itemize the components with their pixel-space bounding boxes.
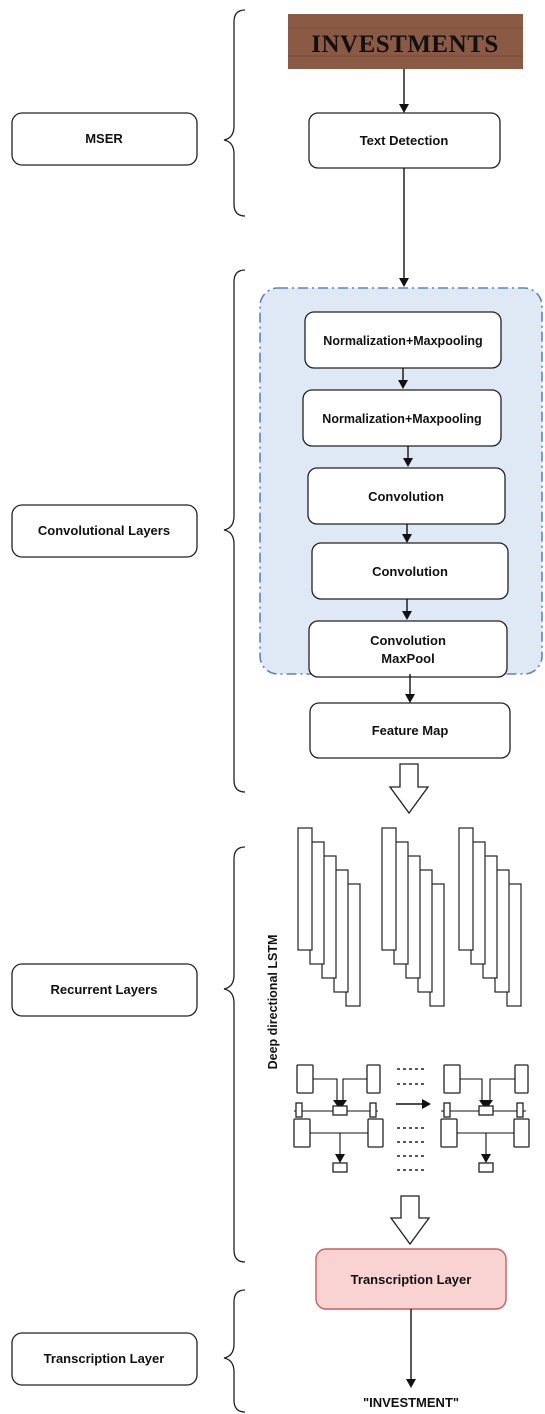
section-transcription-box bbox=[11, 1332, 198, 1386]
arrow-head bbox=[399, 104, 409, 113]
cell-output-node bbox=[332, 1162, 348, 1173]
cell-link bbox=[313, 1078, 338, 1103]
conv-label-3-line1: Convolution bbox=[370, 633, 446, 648]
transcription-layer-label: Transcription Layer bbox=[351, 1272, 472, 1287]
brace-recurrent bbox=[223, 846, 246, 1263]
lstm-cell-2 bbox=[440, 1064, 530, 1173]
cell-output-node bbox=[478, 1162, 494, 1173]
conv-label-2: Convolution bbox=[372, 564, 448, 579]
cell-stub bbox=[443, 1102, 451, 1118]
norm-label-1: Normalization+Maxpooling bbox=[323, 334, 482, 348]
hollow-down-arrow bbox=[389, 1195, 431, 1246]
feature-map-node: Feature Map bbox=[309, 702, 511, 759]
section-conv: Convolutional Layers bbox=[11, 504, 198, 558]
section-mser-box bbox=[11, 112, 198, 166]
conv-box-3 bbox=[308, 620, 508, 678]
output-text: "INVESTMENT" bbox=[363, 1395, 459, 1410]
text-detection-label: Text Detection bbox=[360, 133, 449, 148]
arrow-head bbox=[333, 1100, 347, 1110]
cell-link bbox=[460, 1078, 483, 1103]
section-mser: MSER bbox=[11, 112, 198, 166]
lstm-bar bbox=[297, 827, 313, 951]
norm-node-1: Normalization+Maxpooling bbox=[304, 311, 502, 369]
transcription-layer-node: Transcription Layer bbox=[315, 1248, 507, 1310]
cell-output-right bbox=[513, 1118, 530, 1148]
text-detection-node: Text Detection bbox=[308, 112, 501, 169]
input-image: INVESTMENTS bbox=[288, 14, 523, 69]
brace-conv bbox=[223, 269, 246, 793]
arrow-head bbox=[422, 1099, 431, 1109]
arrow-head bbox=[398, 380, 408, 389]
arrow-head bbox=[406, 1379, 416, 1388]
cell-stub bbox=[295, 1102, 303, 1118]
lstm-vertical-label: Deep directional LSTM bbox=[266, 935, 280, 1070]
cell-link bbox=[489, 1078, 515, 1103]
cell-node bbox=[332, 1105, 348, 1116]
section-conv-label: Convolutional Layers bbox=[38, 523, 170, 538]
section-recurrent-box bbox=[11, 963, 198, 1017]
norm-label-2: Normalization+Maxpooling bbox=[322, 412, 481, 426]
lstm-stack-1 bbox=[297, 827, 361, 1007]
input-image-text: INVESTMENTS bbox=[311, 31, 499, 58]
arrow-head bbox=[405, 694, 415, 703]
lstm-bar bbox=[381, 827, 397, 951]
conv-label-3-line2: MaxPool bbox=[381, 651, 434, 666]
input-image-background bbox=[288, 14, 523, 69]
cell-output-left bbox=[440, 1118, 458, 1148]
cell-input-right bbox=[366, 1064, 381, 1094]
arrow-head bbox=[481, 1154, 491, 1163]
section-recurrent: Recurrent Layers bbox=[11, 963, 198, 1017]
section-conv-box bbox=[11, 504, 198, 558]
cell-input-left bbox=[296, 1064, 314, 1094]
section-transcription: Transcription Layer bbox=[11, 1332, 198, 1386]
arrow-head bbox=[402, 534, 412, 543]
cell-node bbox=[478, 1105, 494, 1116]
section-transcription-label: Transcription Layer bbox=[44, 1351, 165, 1366]
arrow-head bbox=[402, 611, 412, 620]
lstm-cell-1 bbox=[293, 1064, 384, 1173]
feature-map-label: Feature Map bbox=[372, 723, 449, 738]
arrow-head bbox=[403, 458, 413, 467]
conv-node-1: Convolution bbox=[307, 467, 506, 525]
cell-link bbox=[342, 1078, 367, 1103]
cell-stub bbox=[516, 1102, 524, 1118]
lstm-bar bbox=[458, 827, 474, 951]
cell-stub bbox=[369, 1102, 377, 1118]
brace-mser bbox=[223, 9, 246, 217]
brace-transcription bbox=[223, 1289, 246, 1413]
hollow-down-arrow bbox=[388, 763, 430, 815]
feature-map-box bbox=[309, 702, 511, 759]
sequence-ellipsis bbox=[397, 1068, 425, 1171]
arrow-head bbox=[479, 1100, 493, 1110]
cell-output-left bbox=[293, 1118, 311, 1148]
conv-node-2: Convolution bbox=[311, 542, 509, 600]
cell-output-right bbox=[367, 1118, 384, 1148]
conv-label-1: Convolution bbox=[368, 489, 444, 504]
cell-input-right bbox=[514, 1064, 529, 1094]
cell-input-left bbox=[443, 1064, 461, 1094]
lstm-stack-2 bbox=[381, 827, 445, 1007]
arrow-head bbox=[335, 1154, 345, 1163]
section-mser-label: MSER bbox=[85, 131, 123, 146]
norm-node-2: Normalization+Maxpooling bbox=[302, 389, 502, 447]
lstm-stack-3 bbox=[458, 827, 522, 1007]
conv-box-2 bbox=[311, 542, 509, 600]
arrow-head bbox=[399, 278, 409, 287]
section-recurrent-label: Recurrent Layers bbox=[51, 982, 158, 997]
conv-node-3: Convolution MaxPool bbox=[308, 620, 508, 678]
norm-box-2 bbox=[302, 389, 502, 447]
